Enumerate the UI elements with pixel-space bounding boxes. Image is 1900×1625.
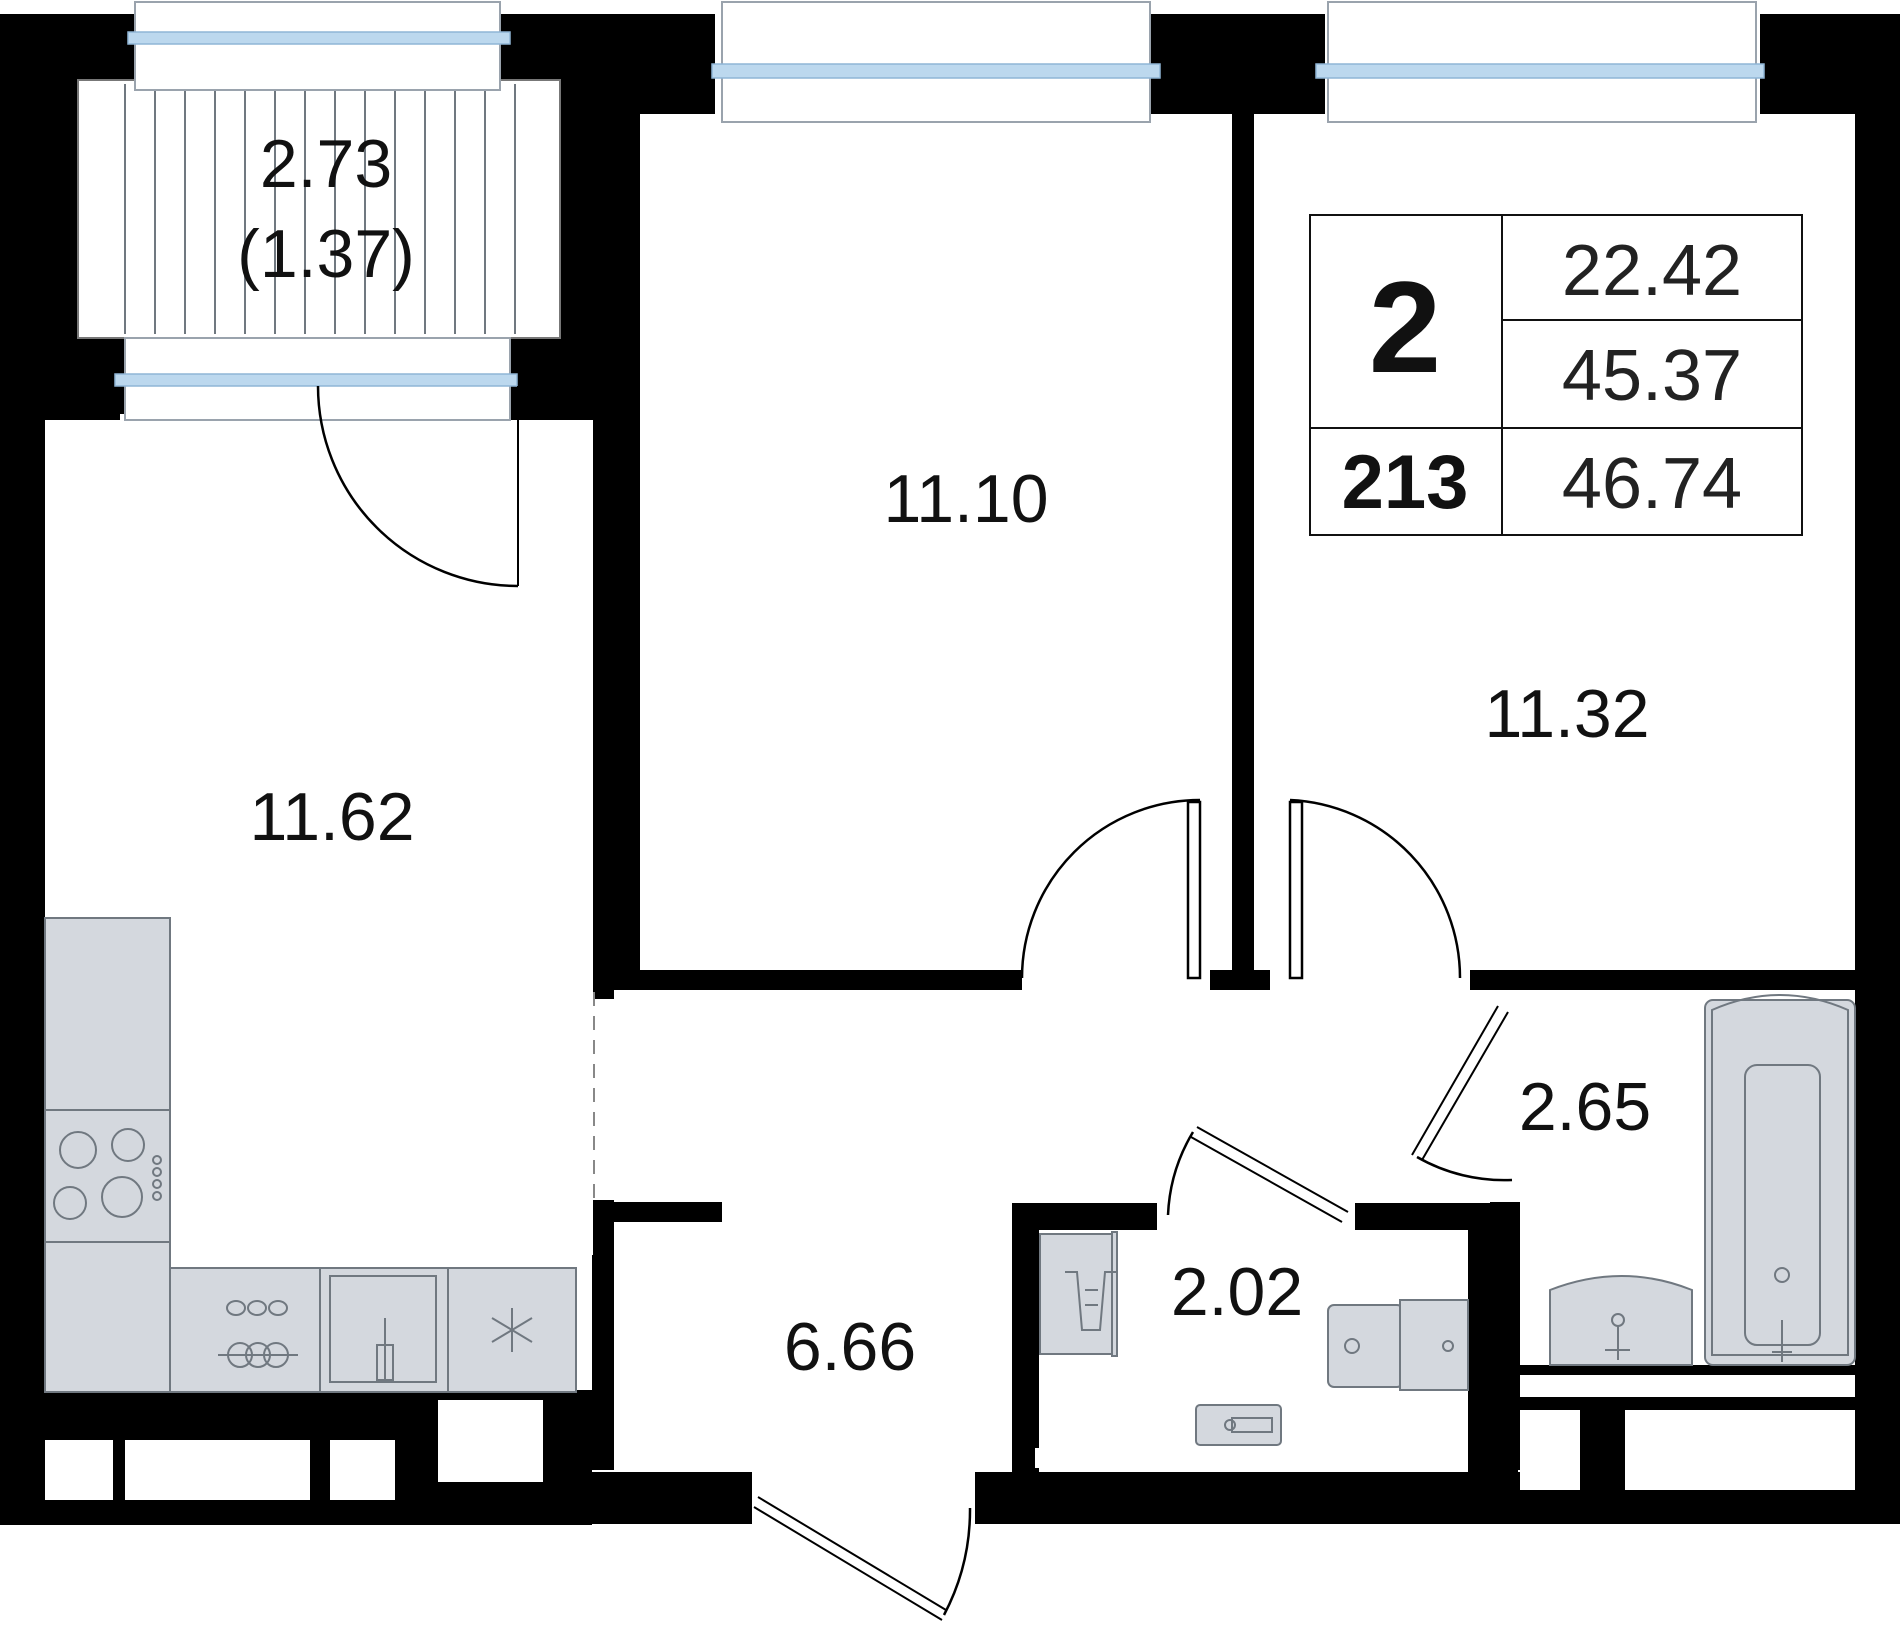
sink-icon	[319, 1267, 449, 1393]
area-hallway: 6.66	[784, 1309, 916, 1385]
room-labels: 2.73 (1.37) 11.10 11.32 11.62 6.66 2.02 …	[237, 126, 1651, 1385]
window-balcony-top	[127, 1, 511, 91]
area-balcony: 2.73	[260, 126, 392, 202]
rooms-count: 2	[1369, 254, 1441, 400]
bathtub-icon	[1704, 994, 1856, 1366]
balcony	[77, 79, 561, 339]
kitchen-fixtures	[44, 917, 577, 1393]
total-area: 45.37	[1562, 336, 1742, 416]
toilet-icon	[1327, 1299, 1469, 1391]
door-bedroom-2	[1288, 798, 1462, 980]
window-bedroom-2	[1315, 1, 1765, 123]
area-toilet: 2.02	[1171, 1254, 1303, 1330]
fridge-icon	[447, 1267, 577, 1393]
area-kitchen-living: 11.62	[249, 779, 414, 855]
washing-machine-icon	[1039, 1231, 1118, 1357]
door-toilet	[1166, 1126, 1349, 1223]
apartment-info-box: 2 22.42 45.37 213 46.74	[1309, 214, 1803, 536]
toilet-fixtures	[1039, 1231, 1469, 1446]
door-bathroom	[1411, 1005, 1513, 1182]
door-bedroom-1	[1020, 798, 1202, 980]
washbasin-icon	[1549, 1275, 1693, 1366]
area-bathroom: 2.65	[1519, 1069, 1651, 1145]
apartment-number: 213	[1342, 440, 1469, 525]
stove-icon	[44, 1109, 171, 1243]
bathroom-fixtures	[1549, 994, 1856, 1366]
windows	[114, 1, 1765, 421]
living-area: 22.42	[1562, 231, 1742, 311]
window-balcony-bottom	[114, 337, 518, 421]
door-balcony	[316, 385, 519, 588]
area-bedroom-2: 11.32	[1484, 676, 1649, 752]
total-area-with-balcony: 46.74	[1562, 444, 1742, 524]
area-balcony-coefficient: (1.37)	[237, 216, 415, 292]
walls	[0, 14, 1900, 1525]
window-bedroom-1	[711, 1, 1161, 123]
doors	[316, 385, 1513, 1621]
area-bedroom-1: 11.10	[883, 461, 1048, 537]
door-entrance	[753, 1496, 972, 1621]
